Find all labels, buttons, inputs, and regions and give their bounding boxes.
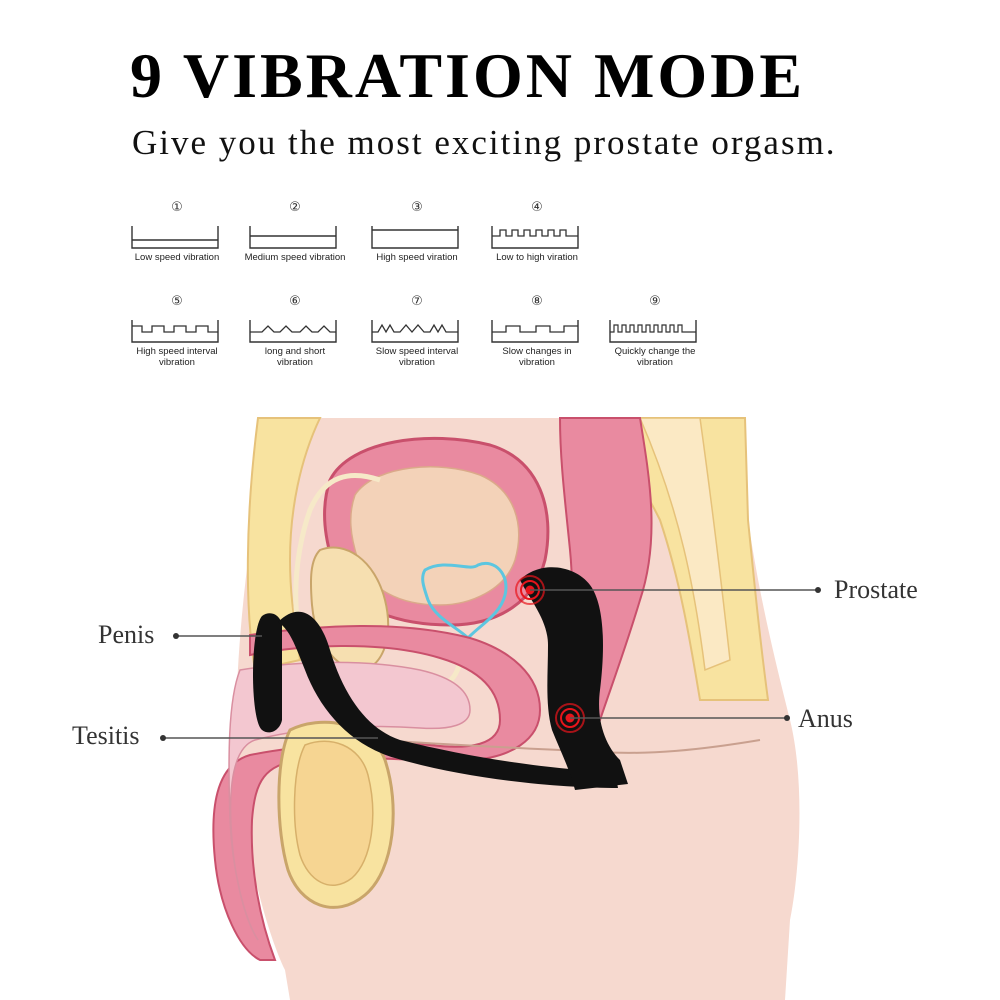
penis-shaft	[212, 624, 542, 961]
vibration-mode-7: ⑦ Slow speed interval vibration	[362, 294, 472, 374]
tesitis-label: Tesitis	[72, 721, 140, 750]
mode-label: Slow speed interval vibration	[375, 346, 459, 368]
wave-slow-interval-icon	[371, 320, 459, 343]
mode-label: Low to high viration	[496, 252, 578, 263]
wave-quick-change-icon	[609, 320, 697, 343]
wave-long-short-icon	[249, 320, 337, 343]
mode-label: long and short vibration	[264, 346, 326, 368]
mode-label: Quickly change the vibration	[614, 346, 696, 368]
tesitis-callout-dot	[160, 735, 166, 741]
mode-number: ③	[411, 200, 423, 215]
penis-label: Penis	[98, 620, 155, 649]
wave-steady-medium-icon	[249, 226, 337, 249]
vibration-mode-3: ③ High speed viration	[362, 200, 472, 280]
vibration-mode-5: ⑤ High speed interval vibration	[122, 294, 232, 374]
wave-slow-changes-icon	[491, 320, 579, 343]
mode-label: High speed interval vibration	[136, 346, 218, 368]
mode-label: High speed viration	[376, 252, 458, 263]
mode-number: ⑦	[411, 294, 423, 309]
mode-number: ②	[289, 200, 301, 215]
vibration-mode-1: ① Low speed vibration	[122, 200, 232, 280]
mode-number: ⑨	[649, 294, 661, 309]
mode-number: ⑤	[171, 294, 183, 309]
vibration-mode-8: ⑧ Slow changes in vibration	[482, 294, 592, 374]
page-title: 9 VIBRATION MODE	[130, 40, 806, 111]
prostate-callout-dot	[815, 587, 821, 593]
testis-inner	[293, 740, 374, 886]
mode-label: Slow changes in vibration	[502, 346, 572, 368]
penis-callout-dot	[173, 633, 179, 639]
mode-label: Medium speed vibration	[244, 252, 346, 263]
anatomy-illustration	[160, 417, 821, 1000]
prostate-label: Prostate	[834, 575, 918, 604]
wave-high-interval-icon	[131, 320, 219, 343]
mode-number: ⑥	[289, 294, 301, 309]
page-subtitle: Give you the most exciting prostate orga…	[132, 123, 837, 162]
prostate-arm	[520, 567, 628, 790]
penis-ring	[253, 613, 282, 733]
vibration-mode-2: ② Medium speed vibration	[240, 200, 350, 280]
mode-label: Low speed vibration	[134, 252, 220, 263]
back-muscle-layer	[638, 417, 731, 672]
anus-label: Anus	[798, 704, 853, 733]
wave-low-to-high-icon	[491, 226, 579, 249]
prostate-outline	[421, 561, 508, 641]
mode-number: ⑧	[531, 294, 543, 309]
anus-callout-dot	[784, 715, 790, 721]
mode-number: ④	[531, 200, 543, 215]
vibration-mode-9: ⑨ Quickly change the vibration	[600, 294, 710, 374]
mode-number: ①	[171, 200, 183, 215]
wave-steady-low-icon	[131, 226, 219, 249]
wave-steady-high-icon	[371, 226, 459, 249]
vibration-mode-6: ⑥ long and short vibration	[240, 294, 350, 374]
vibration-mode-4: ④ Low to high viration	[482, 200, 592, 280]
